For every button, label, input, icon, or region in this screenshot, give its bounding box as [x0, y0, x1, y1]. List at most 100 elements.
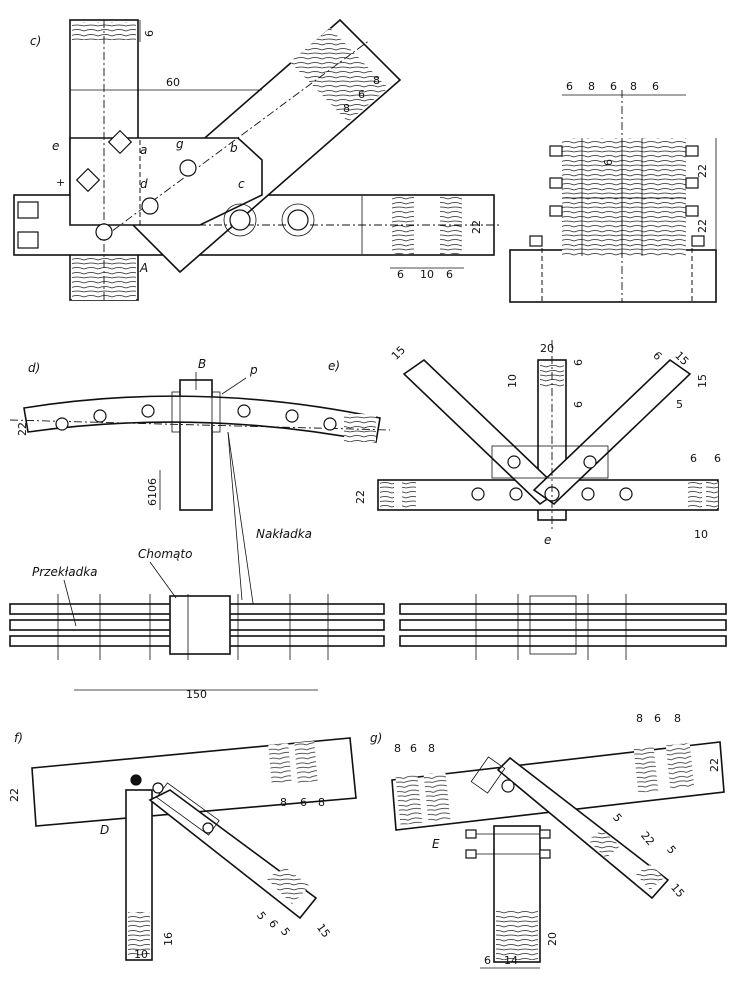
view-e-label: e) — [328, 359, 340, 373]
point-D: D — [100, 823, 109, 837]
dim-d-stack: 6106 — [146, 478, 159, 506]
dim-g-right-2: 6 — [654, 712, 661, 725]
dim-c-22: 22 — [470, 220, 483, 234]
dim-g-bottom-1: 6 — [484, 954, 491, 967]
callout-przekladka: Przekładka — [32, 565, 98, 579]
dim-sec-6: 6 — [602, 159, 615, 166]
dim-f-22: 22 — [8, 788, 21, 802]
bolt-group-c — [17, 129, 315, 249]
dim-e-6a: 6 — [572, 359, 585, 366]
view-g: g) 8 6 8 8 6 8 22 5 22 5 15 E 20 6 14 — [370, 712, 725, 969]
dim-g-15: 15 — [668, 881, 687, 900]
view-c-label: c) — [30, 34, 41, 48]
dim-sec-top-3: 6 — [610, 80, 617, 93]
point-a: a — [140, 143, 147, 157]
view-c-section: 6 8 6 8 6 22 22 6 — [509, 80, 717, 303]
dim-e-20: 20 — [540, 342, 554, 355]
view-f: f) 22 8 6 8 D 16 10 5 6 5 15 — [8, 731, 357, 961]
dim-f-15: 15 — [314, 921, 333, 940]
bolts-e — [471, 455, 633, 502]
dim-sec-top-2: 8 — [588, 80, 595, 93]
dim-sec-22b: 22 — [696, 219, 709, 233]
dim-g-20: 20 — [546, 932, 559, 946]
dim-f-16: 16 — [162, 932, 175, 946]
nuts-section — [529, 145, 705, 247]
callout-nakladka: Nakładka — [256, 527, 312, 541]
plan-e — [399, 594, 727, 660]
point-E: E — [432, 837, 440, 851]
dim-sec-top-5: 6 — [652, 80, 659, 93]
callout-chomato: Chomąto — [138, 547, 192, 561]
point-b: b — [230, 141, 238, 155]
bolts-g-post — [465, 829, 551, 859]
dim-f-diag-1: 5 — [254, 909, 269, 922]
view-d-label: d) — [28, 361, 40, 375]
point-A: A — [139, 261, 148, 275]
dim-e-22: 22 — [354, 490, 367, 504]
dim-g-22b: 22 — [638, 829, 657, 848]
view-f-label: f) — [14, 731, 23, 745]
dim-f-diag-3: 5 — [278, 925, 293, 938]
view-c: c) 6 60 — [13, 18, 500, 301]
dim-sec-top-4: 8 — [630, 80, 637, 93]
dim-c-bottom-2: 10 — [420, 268, 434, 281]
dim-e-5: 5 — [676, 398, 683, 411]
point-d: d — [140, 177, 148, 191]
dim-e-6d: 6 — [690, 452, 697, 465]
section-stack — [562, 138, 686, 256]
dim-g-22a: 22 — [708, 758, 721, 772]
dim-e-10b: 10 — [694, 528, 708, 541]
dim-g-5a: 5 — [610, 811, 624, 825]
right-strut-e — [532, 358, 692, 506]
strut-g — [496, 756, 670, 900]
dim-c-bottom-3: 6 — [446, 268, 453, 281]
dim-g-5b: 5 — [664, 843, 678, 857]
plan-d-chomato — [169, 595, 231, 655]
point-c: c — [238, 177, 245, 191]
view-e: e) 15 20 6 10 6 6 15 15 5 22 6 6 10 e — [328, 340, 721, 547]
dim-e-10: 10 — [506, 374, 519, 388]
plan-d: 150 Przekładka Chomąto — [9, 547, 385, 701]
dim-e-6c: 6 — [650, 349, 664, 363]
dim-d-22: 22 — [16, 422, 29, 436]
dim-c-right-3: 8 — [373, 74, 380, 87]
dim-g-left-3: 8 — [428, 742, 435, 755]
dim-e-6e: 6 — [714, 452, 721, 465]
point-e-lower: e — [544, 533, 551, 547]
dim-e-15a: 15 — [389, 344, 408, 363]
dim-g-right-3: 8 — [674, 712, 681, 725]
view-d: d) B p 22 6106 Nakładka — [9, 357, 391, 611]
rafter-section — [290, 28, 388, 122]
dim-f-right-3: 8 — [318, 796, 325, 809]
dim-e-6b: 6 — [572, 401, 585, 408]
dim-e-15c: 15 — [696, 374, 709, 388]
plan-d-bolts — [57, 594, 329, 660]
dim-sec-top-1: 6 — [566, 80, 573, 93]
point-e: e — [52, 139, 59, 153]
sill-block — [509, 249, 717, 303]
dim-c-top: 6 — [143, 30, 156, 37]
dim-g-left-2: 6 — [410, 742, 417, 755]
curved-beam-end-section — [344, 414, 376, 442]
dim-c-right-1: 8 — [343, 102, 350, 115]
dim-plan-d-150: 150 — [186, 688, 207, 701]
dim-c-right-2: 6 — [358, 88, 365, 101]
point-B: B — [198, 357, 206, 371]
plus-mark: + — [56, 176, 65, 189]
bolts-d — [55, 404, 337, 431]
view-g-label: g) — [370, 731, 382, 745]
dim-g-bottom-2: 14 — [504, 954, 518, 967]
dim-f-right-2: 6 — [300, 796, 307, 809]
dim-g-left-1: 8 — [394, 742, 401, 755]
dim-c-bottom-1: 6 — [397, 268, 404, 281]
dim-f-right-1: 8 — [280, 796, 287, 809]
point-p: p — [249, 363, 258, 377]
dim-sec-22a: 22 — [696, 164, 709, 178]
dim-c-60: 60 — [166, 76, 180, 89]
dim-f-diag-2: 6 — [266, 917, 281, 930]
point-g: g — [176, 137, 184, 151]
dim-f-10: 10 — [134, 948, 148, 961]
dim-g-right-1: 8 — [636, 712, 643, 725]
